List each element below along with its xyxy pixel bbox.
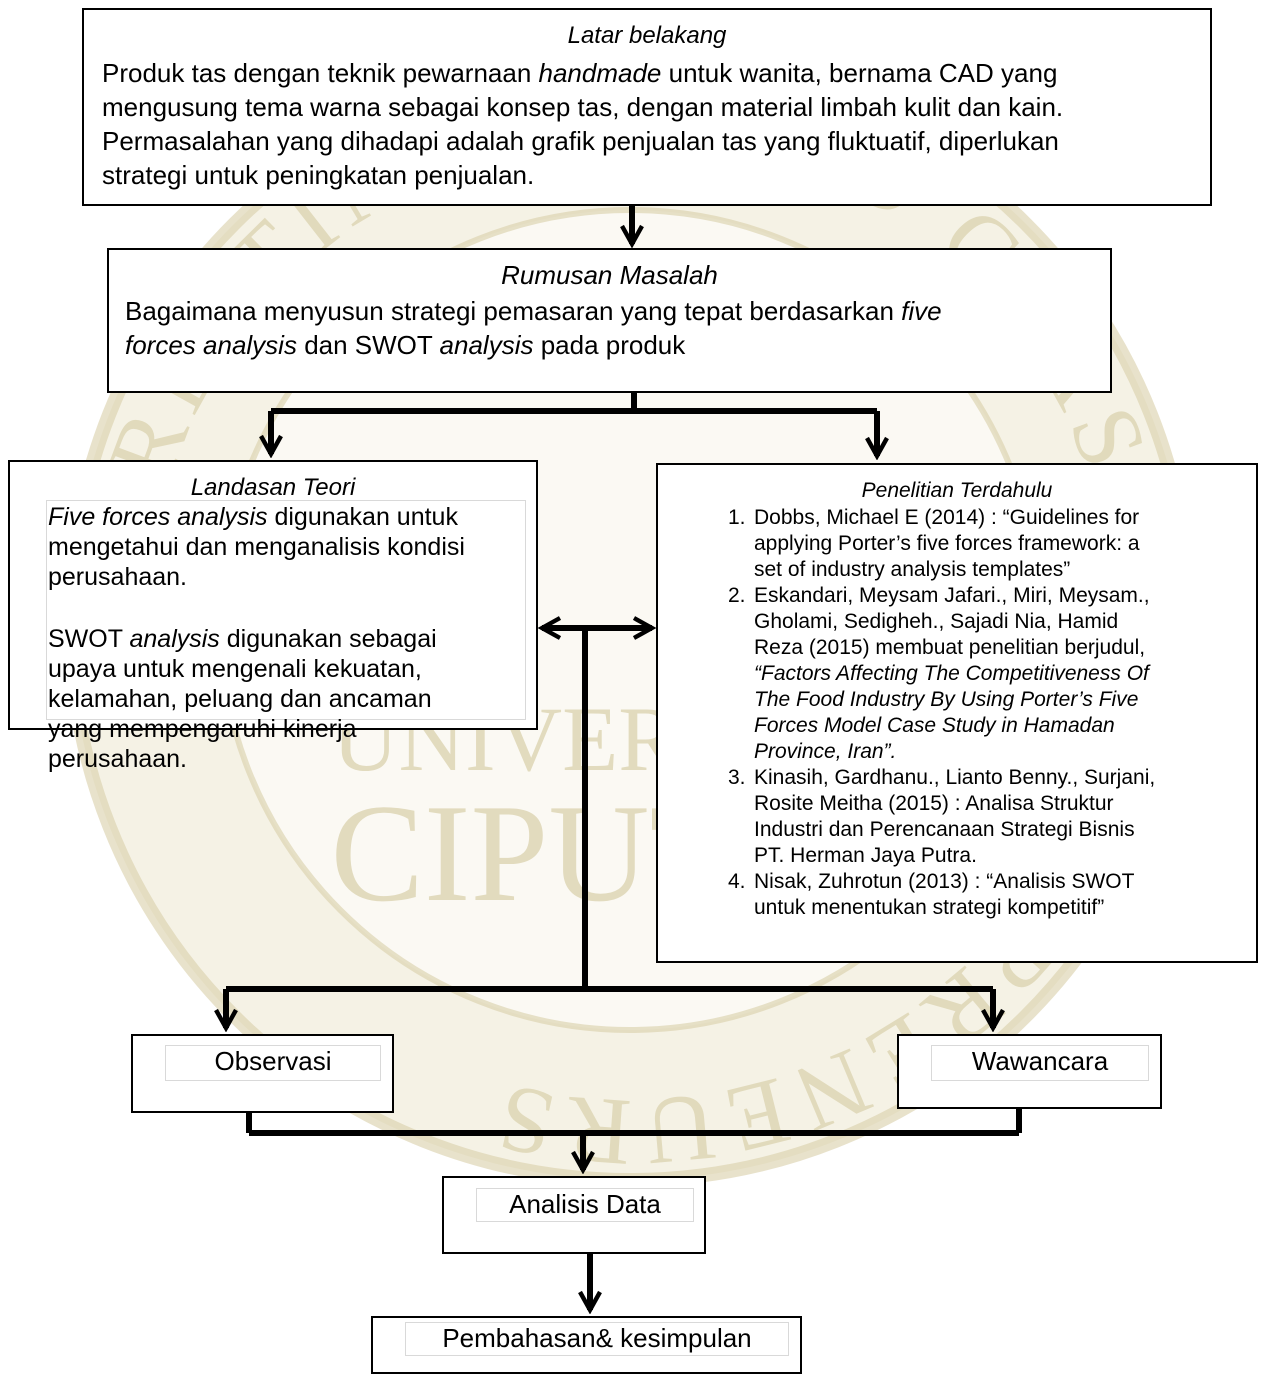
landasan-p1-em: Five forces analysis bbox=[48, 503, 268, 531]
analisis-data-label: Analisis Data bbox=[476, 1188, 694, 1222]
rumusan-line-1-em: five bbox=[901, 296, 942, 326]
reference-2-line-1: Eskandari, Meysam Jafari., Miri, Meysam.… bbox=[754, 584, 1150, 607]
landasan-teori-box: Landasan Teori Five forces analysis digu… bbox=[8, 460, 538, 773]
latar-line-1: Produk tas dengan teknik pewarnaan handm… bbox=[102, 56, 1063, 90]
rumusan-masalah-box: Rumusan Masalah Bagaimana menyusun strat… bbox=[107, 248, 1112, 393]
wawancara-label: Wawancara bbox=[931, 1045, 1149, 1081]
reference-2-line-2: Gholami, Sedigheh., Sajadi Nia, Hamid bbox=[754, 610, 1119, 633]
landasan-p1-line-1: Five forces analysis digunakan untuk bbox=[48, 502, 465, 532]
wawancara-box: Wawancara bbox=[897, 1034, 1162, 1109]
landasan-p2-line-4: yang mempengaruhi kinerja bbox=[48, 715, 357, 743]
rumusan-line-1-pre: Bagaimana menyusun strategi pemasaran ya… bbox=[125, 296, 902, 326]
rumusan-line-2: forces analysis dan SWOT analysis pada p… bbox=[125, 328, 942, 362]
reference-item-2: 2. Eskandari, Meysam Jafari., Miri, Meys… bbox=[658, 583, 1155, 765]
reference-number: 4. bbox=[728, 870, 746, 893]
landasan-p2-line-1: SWOT analysis digunakan sebagai bbox=[48, 624, 465, 654]
reference-2-line-6: Forces Model Case Study in Hamadan bbox=[754, 714, 1115, 737]
latar-line-1-pre: Produk tas dengan teknik pewarnaan bbox=[102, 58, 539, 88]
reference-2-line-4: “Factors Affecting The Competitiveness O… bbox=[754, 662, 1149, 685]
landasan-teori-title: Landasan Teori bbox=[190, 474, 356, 501]
landasan-p1-line-2: mengetahui dan menganalisis kondisi bbox=[48, 533, 465, 561]
rumusan-line-1: Bagaimana menyusun strategi pemasaran ya… bbox=[125, 294, 942, 328]
reference-3-line-2: Rosite Meitha (2015) : Analisa Struktur bbox=[754, 792, 1114, 815]
latar-belakang-text: Produk tas dengan teknik pewarnaan handm… bbox=[102, 56, 1063, 192]
landasan-p2-em: analysis bbox=[129, 625, 220, 653]
analisis-data-box: Analisis Data bbox=[442, 1176, 706, 1254]
reference-list: 1. Dobbs, Michael E (2014) : “Guidelines… bbox=[658, 505, 1155, 921]
rumusan-line-2-em1: forces analysis bbox=[125, 330, 297, 360]
rumusan-masalah-text: Bagaimana menyusun strategi pemasaran ya… bbox=[125, 294, 942, 362]
pembahasan-kesimpulan-box: Pembahasan& kesimpulan bbox=[371, 1316, 802, 1374]
reference-2-line-5: The Food Industry By Using Porter’s Five bbox=[754, 688, 1139, 711]
reference-1-line-2: applying Porter’s five forces framework:… bbox=[754, 532, 1140, 555]
landasan-p2-line-2: upaya untuk mengenali kekuatan, bbox=[48, 655, 422, 683]
reference-3-line-4: PT. Herman Jaya Putra. bbox=[754, 844, 977, 867]
landasan-teori-text: Five forces analysis digunakan untuk men… bbox=[48, 502, 465, 774]
latar-line-3: Permasalahan yang dihadapi adalah grafik… bbox=[102, 126, 1059, 156]
reference-4-line-2: untuk menentukan strategi kompetitif” bbox=[754, 896, 1105, 919]
rumusan-line-2-em2: analysis bbox=[439, 330, 534, 360]
landasan-p1-post: digunakan untuk bbox=[267, 503, 458, 531]
landasan-p2-line-5: perusahaan. bbox=[48, 745, 188, 773]
latar-line-4: strategi untuk peningkatan penjualan. bbox=[102, 160, 535, 190]
reference-number: 2. bbox=[728, 584, 746, 607]
latar-line-1-post: untuk wanita, bernama CAD yang bbox=[661, 58, 1058, 88]
rumusan-masalah-title: Rumusan Masalah bbox=[501, 260, 718, 290]
landasan-p2-pre: SWOT bbox=[48, 625, 130, 653]
reference-2-line-3: Reza (2015) membuat penelitian berjudul, bbox=[754, 636, 1146, 659]
reference-1-line-3: set of industry analysis templates” bbox=[754, 558, 1071, 581]
latar-line-2: mengusung tema warna sebagai konsep tas,… bbox=[102, 92, 1064, 122]
reference-3-line-3: Industri dan Perencanaan Strategi Bisnis bbox=[754, 818, 1135, 841]
reference-item-1: 1. Dobbs, Michael E (2014) : “Guidelines… bbox=[658, 505, 1155, 583]
reference-number: 1. bbox=[728, 506, 746, 529]
rumusan-line-2-post: pada produk bbox=[533, 330, 686, 360]
rumusan-line-2-mid: dan SWOT bbox=[296, 330, 440, 360]
landasan-p2-line-3: kelamahan, peluang dan ancaman bbox=[48, 685, 432, 713]
pembahasan-kesimpulan-label: Pembahasan& kesimpulan bbox=[405, 1322, 789, 1356]
reference-4-line-1: Nisak, Zuhrotun (2013) : “Analisis SWOT bbox=[754, 870, 1135, 893]
latar-belakang-title: Latar belakang bbox=[567, 22, 727, 49]
reference-item-3: 3. Kinasih, Gardhanu., Lianto Benny., Su… bbox=[658, 765, 1155, 869]
landasan-p1-line-3: perusahaan. bbox=[48, 563, 188, 591]
observasi-label: Observasi bbox=[165, 1045, 381, 1081]
latar-line-1-em: handmade bbox=[538, 58, 662, 88]
reference-item-4: 4. Nisak, Zuhrotun (2013) : “Analisis SW… bbox=[658, 869, 1155, 921]
penelitian-terdahulu-box: Penelitian Terdahulu 1. Dobbs, Michael E… bbox=[656, 463, 1258, 963]
reference-3-line-1: Kinasih, Gardhanu., Lianto Benny., Surja… bbox=[754, 766, 1156, 789]
reference-1-line-1: Dobbs, Michael E (2014) : “Guidelines fo… bbox=[754, 506, 1140, 529]
latar-belakang-box: Latar belakang Produk tas dengan teknik … bbox=[82, 8, 1212, 206]
landasan-p2-post: digunakan sebagai bbox=[219, 625, 437, 653]
reference-number: 3. bbox=[728, 766, 746, 789]
landasan-teori-inner bbox=[46, 500, 526, 720]
penelitian-terdahulu-title: Penelitian Terdahulu bbox=[861, 479, 1053, 502]
observasi-box: Observasi bbox=[131, 1034, 394, 1113]
reference-2-line-7: Province, Iran”. bbox=[754, 740, 897, 763]
